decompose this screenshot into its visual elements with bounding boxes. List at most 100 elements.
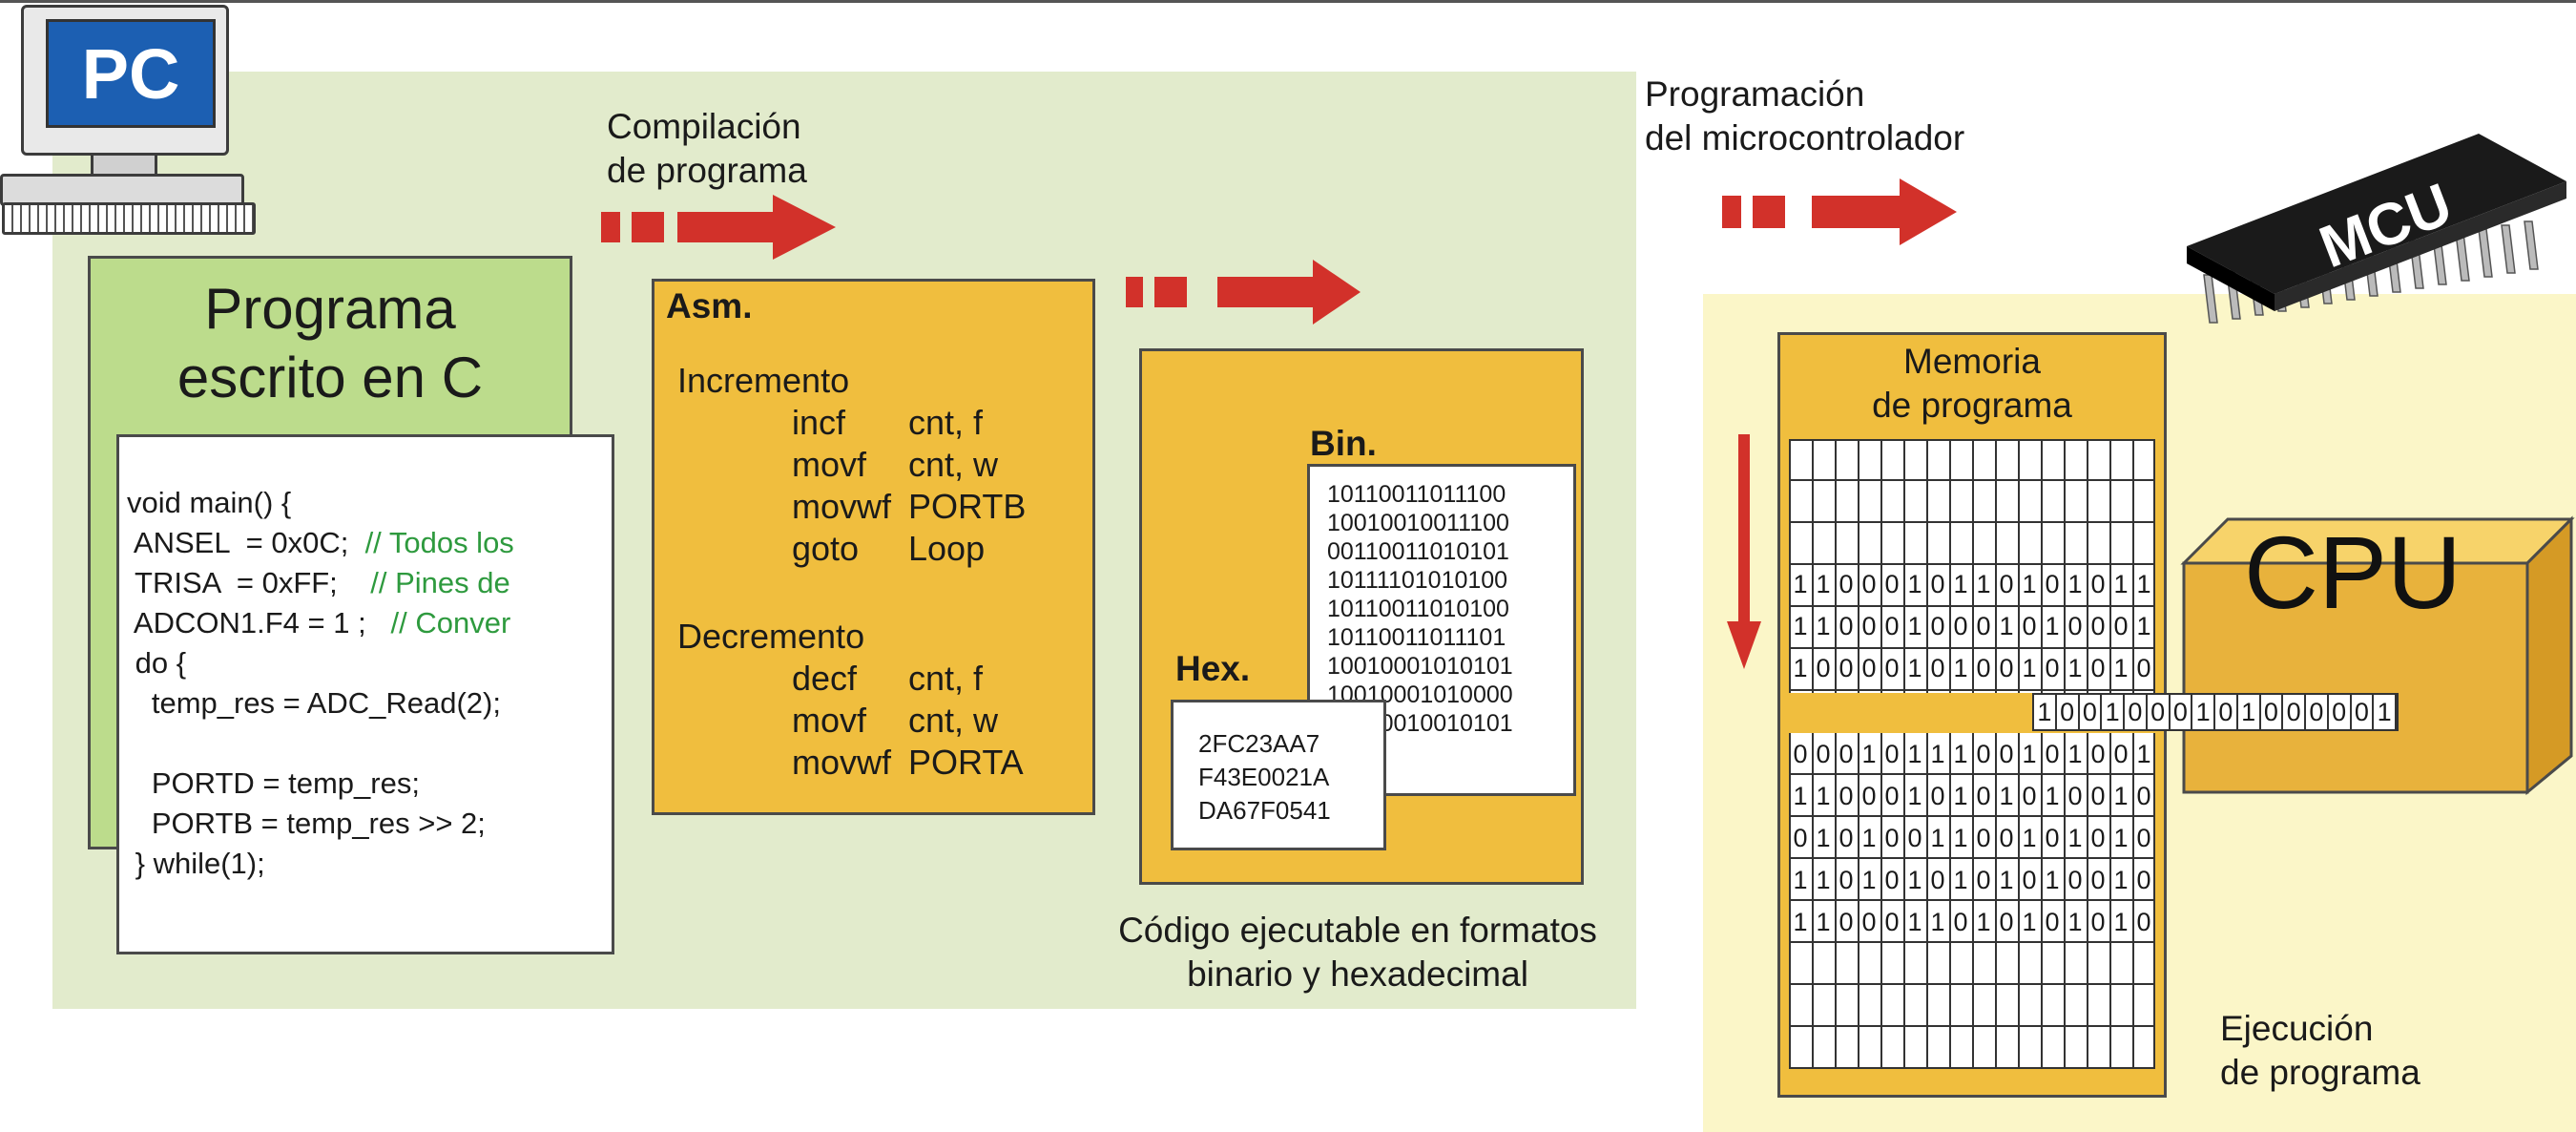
memory-bit: 1 xyxy=(1953,570,1968,598)
memory-bit: 1 xyxy=(1953,782,1968,810)
data-bit: 0 xyxy=(2306,695,2329,729)
c-title-line2: escrito en C xyxy=(177,346,484,409)
asm-opcode: incf xyxy=(792,403,846,442)
compile-arrow-icon xyxy=(601,195,836,260)
code-text: do { xyxy=(127,646,187,680)
memory-bit: 1 xyxy=(1793,908,1808,936)
memory-bit: 0 xyxy=(2136,866,2151,894)
memory-bit: 1 xyxy=(2067,908,2083,936)
execution-label: Ejecución de programa xyxy=(2220,1007,2420,1095)
code-line: ANSEL = 0x0C; // Todos los xyxy=(127,523,612,563)
hex-title: Hex. xyxy=(1175,649,1251,688)
memory-bit: 0 xyxy=(2045,654,2060,682)
compile-label: Compilación de programa xyxy=(607,105,807,193)
memory-bit: 1 xyxy=(2113,654,2129,682)
memory-bit: 0 xyxy=(1976,612,1991,640)
memory-bit: 1 xyxy=(1907,654,1922,682)
memory-bit: 0 xyxy=(1839,908,1854,936)
memory-bit: 1 xyxy=(1816,612,1831,640)
memory-bit: 0 xyxy=(1953,908,1968,936)
top-border xyxy=(0,0,2576,3)
memory-bit: 0 xyxy=(1976,782,1991,810)
memory-bit: 1 xyxy=(1793,654,1808,682)
memory-bit: 0 xyxy=(1930,612,1945,640)
c-program-title: Programa escrito en C xyxy=(88,275,572,412)
memory-bit: 1 xyxy=(1793,570,1808,598)
memory-bit: 1 xyxy=(1930,740,1945,768)
memory-bit: 1 xyxy=(1976,570,1991,598)
memory-bit: 1 xyxy=(1999,866,2014,894)
asm-box xyxy=(652,279,1095,815)
asm-label-incremento: Incremento xyxy=(677,361,850,400)
memory-bit: 1 xyxy=(1816,866,1831,894)
data-bit: 1 xyxy=(2192,695,2215,729)
code-text: PORTB = temp_res >> 2; xyxy=(127,807,486,840)
memory-bit: 0 xyxy=(1839,824,1854,852)
memory-bit: 0 xyxy=(1930,782,1945,810)
data-bit: 1 xyxy=(2102,695,2125,729)
memory-bit: 0 xyxy=(2022,782,2037,810)
asm-operand: Loop xyxy=(908,529,986,568)
pc-label: PC xyxy=(81,33,180,114)
c-title-line1: Programa xyxy=(204,277,456,341)
data-bit: 0 xyxy=(2261,695,2284,729)
memory-bit: 1 xyxy=(1976,908,1991,936)
memory-bit: 0 xyxy=(1999,740,2014,768)
memory-bit: 1 xyxy=(2022,570,2037,598)
memory-bit: 1 xyxy=(1861,866,1877,894)
memory-bit: 0 xyxy=(1884,908,1900,936)
asm-opcode: movwf xyxy=(792,743,892,782)
memory-bit: 0 xyxy=(2090,866,2106,894)
memory-bit: 1 xyxy=(2022,908,2037,936)
memory-bit: 1 xyxy=(1793,782,1808,810)
data-bit: 1 xyxy=(2034,695,2057,729)
memory-bit: 1 xyxy=(2136,570,2151,598)
compile-label-line2: de programa xyxy=(607,151,807,190)
memory-bit: 0 xyxy=(1976,654,1991,682)
memory-bit: 1 xyxy=(2045,782,2060,810)
memory-bit: 1 xyxy=(1816,824,1831,852)
data-bit: 1 xyxy=(2238,695,2261,729)
memory-bit: 0 xyxy=(1839,782,1854,810)
code-comment: // Conver xyxy=(390,606,511,639)
memory-bit: 0 xyxy=(2022,866,2037,894)
code-text: temp_res = ADC_Read(2); xyxy=(127,686,501,720)
data-bit: 0 xyxy=(2125,695,2148,729)
execution-label-line2: de programa xyxy=(2220,1053,2420,1092)
memory-bit: 0 xyxy=(2090,654,2106,682)
memory-bit: 0 xyxy=(1816,654,1831,682)
asm-title: Asm. xyxy=(666,286,753,325)
memory-bit: 1 xyxy=(2045,612,2060,640)
data-bit: 0 xyxy=(2080,695,2103,729)
memory-bit: 0 xyxy=(2090,570,2106,598)
memory-bit: 1 xyxy=(2113,908,2129,936)
assemble-arrow-icon xyxy=(1126,260,1361,325)
memory-bit: 0 xyxy=(2090,740,2106,768)
code-line: void main() { xyxy=(127,483,612,523)
execution-label-line1: Ejecución xyxy=(2220,1009,2374,1048)
memory-bit: 0 xyxy=(1976,866,1991,894)
data-bit: 0 xyxy=(2352,695,2375,729)
code-comment: // Pines de xyxy=(370,566,510,599)
pc-base xyxy=(0,174,244,206)
memory-bit: 1 xyxy=(1861,740,1877,768)
memory-bit: 0 xyxy=(1930,570,1945,598)
memory-bit: 0 xyxy=(2113,740,2129,768)
memory-bit: 0 xyxy=(2113,612,2129,640)
hex-line: F43E0021A xyxy=(1198,763,1330,791)
memory-bit: 1 xyxy=(1816,570,1831,598)
memory-bit: 0 xyxy=(1839,654,1854,682)
memory-bit: 1 xyxy=(1930,908,1945,936)
code-text: TRISA = 0xFF; xyxy=(127,566,371,599)
memory-bit: 0 xyxy=(1861,570,1877,598)
